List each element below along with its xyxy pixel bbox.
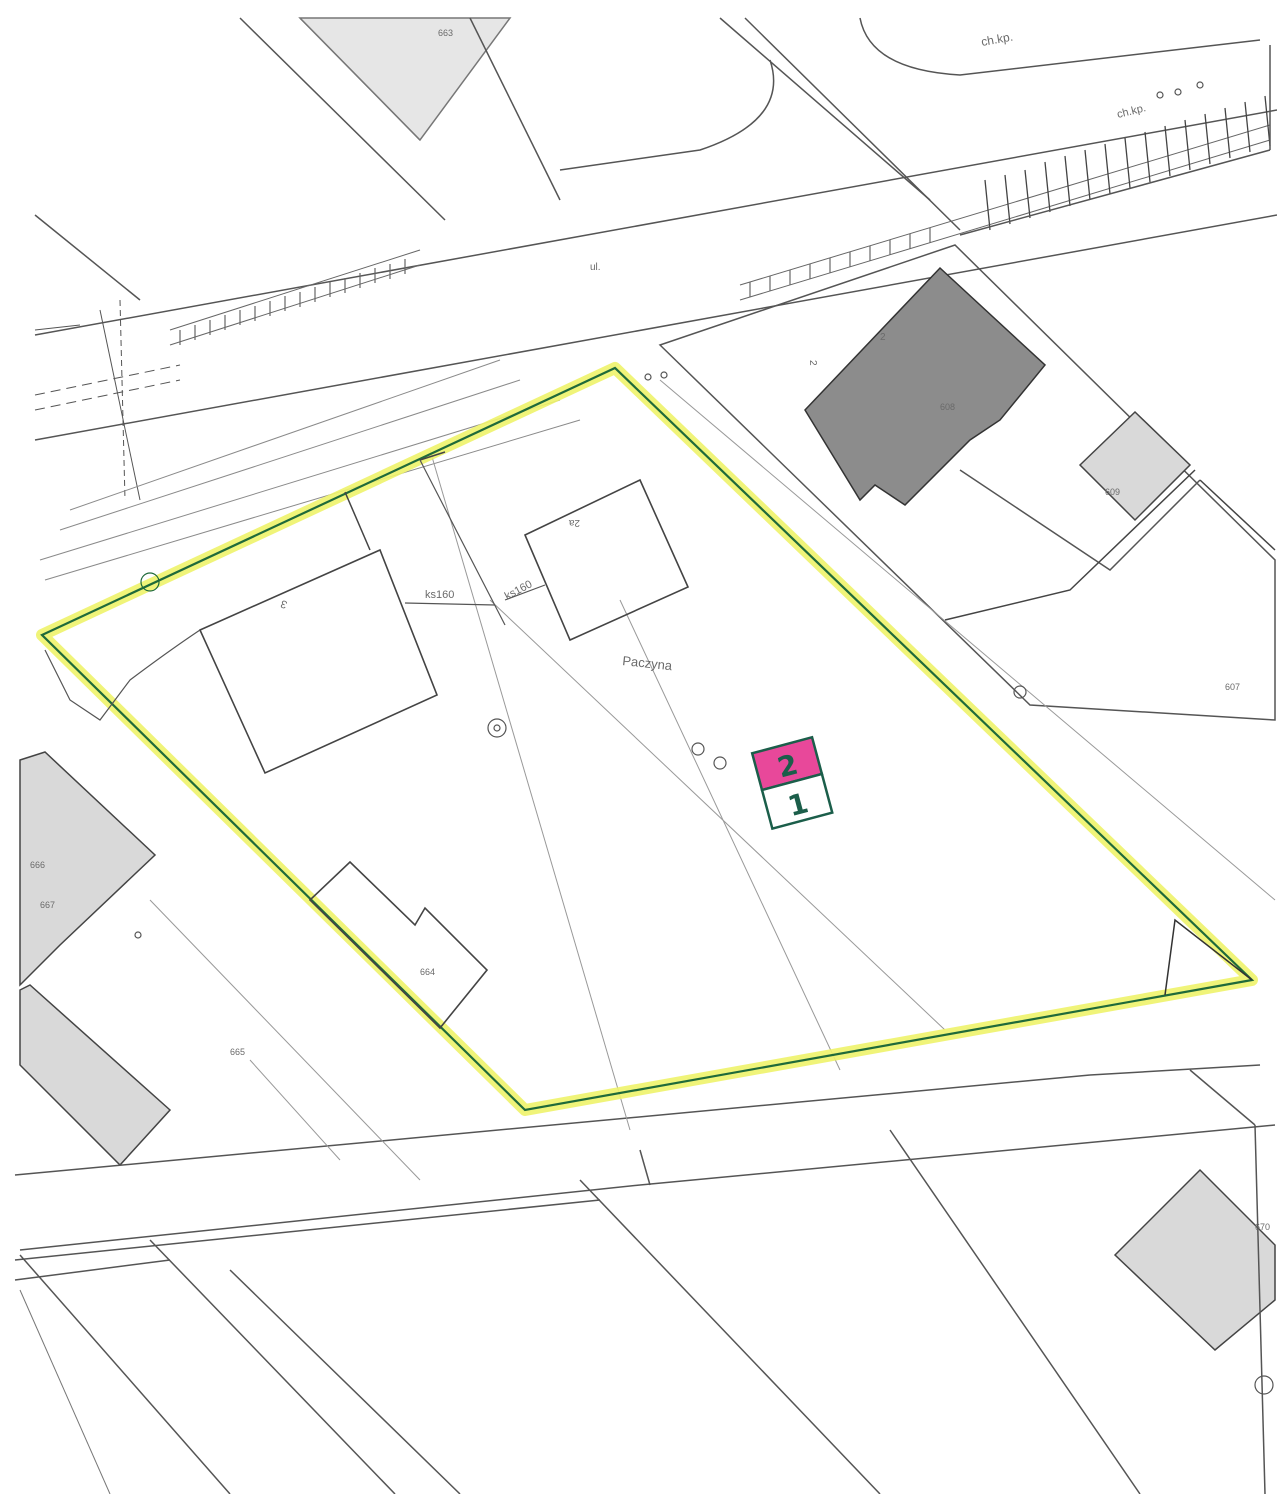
well-icon: [487, 718, 507, 738]
left-buildings: [19, 751, 1276, 1352]
label-building-3: 3: [279, 597, 289, 610]
building-2a: [523, 478, 690, 642]
label-area-name: Paczyna: [622, 653, 674, 673]
symbols: [134, 81, 1274, 1395]
label-ch-kp-1: ch.kp.: [980, 30, 1014, 49]
label-building-2a: 2a: [568, 517, 580, 528]
right-buildings: [658, 244, 1276, 721]
parcel-buildings: [44, 478, 690, 1030]
building-3: [198, 548, 439, 775]
building-bottom-right: [1113, 1168, 1276, 1352]
label-road: ul.: [590, 262, 601, 273]
lower-lines: [14, 1064, 1276, 1494]
label-666: 666: [30, 860, 45, 870]
label-pipe-1: ks160: [425, 589, 454, 601]
label-building-2-b: 2: [880, 332, 886, 343]
faint-lines: [149, 379, 1276, 1181]
building-left-2: [19, 984, 172, 1167]
label-670: 670: [1255, 1222, 1270, 1232]
label-663: 663: [438, 28, 453, 38]
building-shed-right: [1078, 410, 1192, 522]
building-left-1: [19, 751, 157, 987]
marker-bottom-box: [760, 772, 834, 831]
label-664: 664: [420, 967, 435, 977]
building-664: [308, 860, 489, 1030]
label-667: 667: [40, 900, 55, 910]
label-665: 665: [230, 1047, 245, 1057]
label-608: 608: [940, 402, 955, 412]
label-607: 607: [1225, 682, 1240, 692]
parcel-marker: 2 1: [750, 735, 834, 831]
building-dark: [804, 266, 1047, 506]
label-building-2-c: 2: [807, 360, 818, 366]
parcel-highlight: [36, 362, 1258, 1116]
top-features: [34, 17, 1277, 581]
label-609: 609: [1105, 487, 1120, 497]
